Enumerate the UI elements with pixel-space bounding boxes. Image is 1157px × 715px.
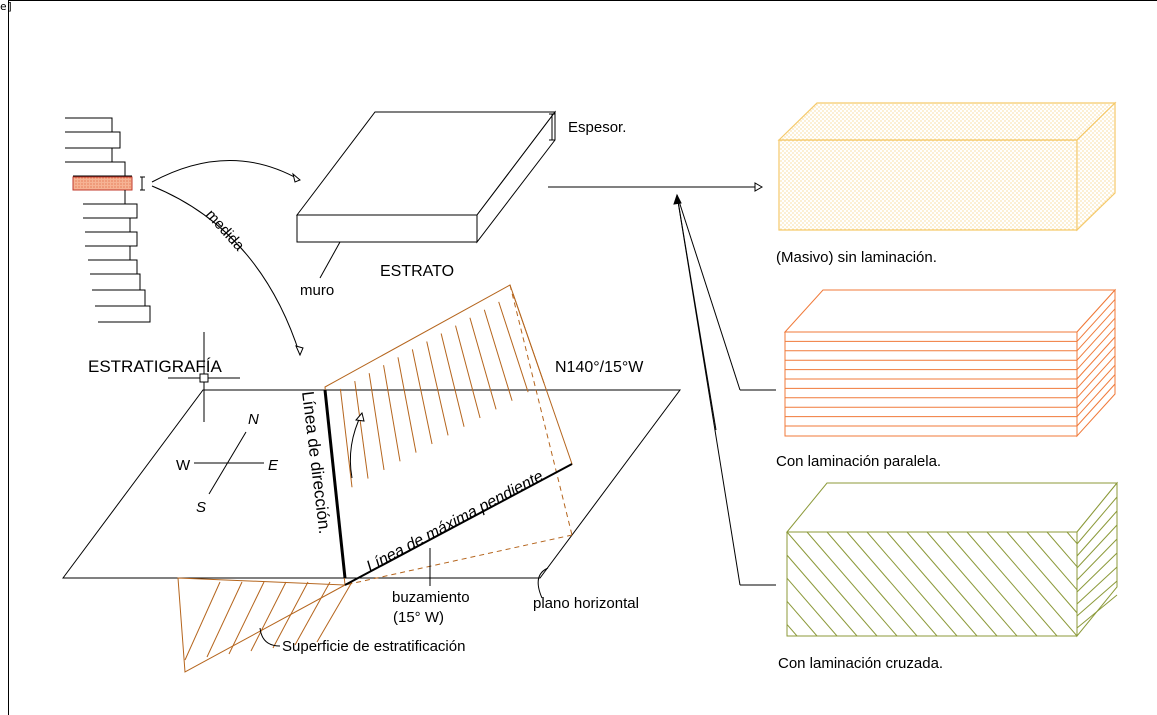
- bedding-hatch: [383, 365, 401, 462]
- bedding-hatch: [483, 309, 513, 401]
- bedding-hatch: [469, 317, 497, 410]
- cross-lamina-line: [966, 531, 1058, 637]
- cross-lamina-line: [946, 531, 1038, 637]
- bedding-hatch: [294, 581, 331, 646]
- drawing-frame: [8, 0, 1157, 715]
- bedding-hatch: [184, 581, 221, 661]
- estrato-label: ESTRATO: [380, 263, 454, 280]
- angle-arc: [349, 411, 431, 586]
- cross-lamina-line: [786, 577, 838, 637]
- compass-n: N: [248, 411, 259, 428]
- compass-s: S: [196, 499, 206, 516]
- bedding-hatch: [354, 380, 369, 479]
- cross-lamina-line: [926, 531, 1018, 637]
- bedding-hatch: [368, 373, 385, 471]
- lamination-arrows: [548, 182, 776, 586]
- box-paralela: [783, 288, 1117, 438]
- bedding-hatch: [455, 325, 481, 419]
- strike-line: [323, 389, 347, 579]
- cross-lamina-line: [1076, 580, 1118, 617]
- stratigraphic-column: [65, 117, 151, 323]
- crosshair-icon: [168, 332, 240, 422]
- bedding-hatch: [250, 581, 287, 652]
- slope-line: [344, 463, 573, 586]
- lamina-line: [1076, 336, 1116, 380]
- cruzada-label: Con laminación cruzada.: [778, 655, 943, 672]
- cross-lamina-line: [1006, 531, 1078, 614]
- cross-lamina-line: [846, 531, 938, 637]
- compass-icon: [194, 431, 264, 495]
- compass-e: E: [268, 457, 279, 474]
- cross-lamina-line: [1026, 531, 1078, 591]
- bedding-hatch: [206, 581, 243, 658]
- plano-pointer: [537, 567, 549, 599]
- medida-label: medida: [202, 206, 248, 254]
- cross-lamina-line: [1076, 552, 1118, 593]
- masivo-label: (Masivo) sin laminación.: [776, 249, 937, 266]
- bedding-hatch: [228, 581, 265, 655]
- bedding-hatch: [426, 341, 449, 436]
- lamina-line: [1076, 299, 1116, 342]
- bedding-surface: [177, 284, 573, 673]
- lamina-line: [1076, 364, 1116, 408]
- cross-lamina-line: [786, 624, 798, 637]
- box-masivo: [777, 101, 1117, 232]
- cross-lamina-line: [1076, 496, 1118, 545]
- bedding-hatch: [498, 301, 529, 393]
- cross-lamina-line: [826, 531, 918, 637]
- estratigrafia-label: ESTRATIGRAFÍA: [88, 357, 222, 376]
- linea-direccion-label: Línea de dirección.: [298, 390, 334, 535]
- lamina-line: [1076, 327, 1116, 370]
- cross-lamina-line: [906, 531, 998, 637]
- lamina-line: [1076, 355, 1116, 399]
- bedding-hatch: [316, 581, 353, 643]
- compass-w: W: [176, 457, 191, 474]
- linea-pendiente-label: Línea de máxima pendiente: [364, 468, 546, 576]
- cross-lamina-line: [1076, 538, 1118, 581]
- bedding-hatch: [272, 581, 309, 649]
- bedding-hatch: [440, 333, 465, 427]
- cross-lamina-line: [986, 531, 1078, 637]
- cross-lamina-line: [786, 601, 818, 637]
- lamina-line: [1076, 308, 1116, 352]
- lamina-line: [1076, 317, 1116, 361]
- corner-mark: e]: [0, 0, 14, 13]
- buzamiento-value: (15° W): [393, 609, 444, 626]
- lamina-line: [1076, 383, 1116, 427]
- cross-lamina-line: [1046, 531, 1078, 567]
- plano-horizontal-label: plano horizontal: [533, 595, 639, 612]
- cross-lamina-line: [1076, 566, 1118, 605]
- espesor-label: Espesor.: [568, 119, 626, 136]
- cross-lamina-line: [786, 531, 878, 637]
- superficie-pointer: [259, 627, 281, 647]
- cross-lamina-line: [1076, 524, 1118, 569]
- orientation-label: N140°/15°W: [555, 359, 644, 376]
- horizontal-plane: [62, 389, 681, 579]
- cross-lamina-line: [786, 554, 858, 637]
- paralela-label: Con laminación paralela.: [776, 453, 941, 470]
- muro-label: muro: [300, 282, 334, 299]
- cross-lamina-line: [1076, 594, 1118, 629]
- bedding-hatch: [411, 349, 433, 445]
- lamina-line: [1076, 374, 1116, 417]
- lamina-line: [1076, 346, 1116, 389]
- cross-lamina-line: [886, 531, 978, 637]
- bedding-dashed: [344, 284, 573, 586]
- cross-lamina-line: [1066, 531, 1078, 544]
- cross-lamina-line: [866, 531, 958, 637]
- medida-arrows: [151, 160, 304, 357]
- buzamiento-label: buzamiento: [392, 589, 470, 606]
- measured-layer: [72, 176, 133, 191]
- superficie-label: Superficie de estratificación: [282, 638, 465, 655]
- cross-lamina-line: [1076, 510, 1118, 557]
- box-cruzada: [785, 481, 1119, 638]
- estrato-block: [295, 110, 557, 279]
- bedding-hatch: [512, 293, 545, 384]
- cross-lamina-line: [806, 531, 898, 637]
- bedding-hatch: [397, 357, 417, 453]
- bedding-hatch: [339, 388, 353, 488]
